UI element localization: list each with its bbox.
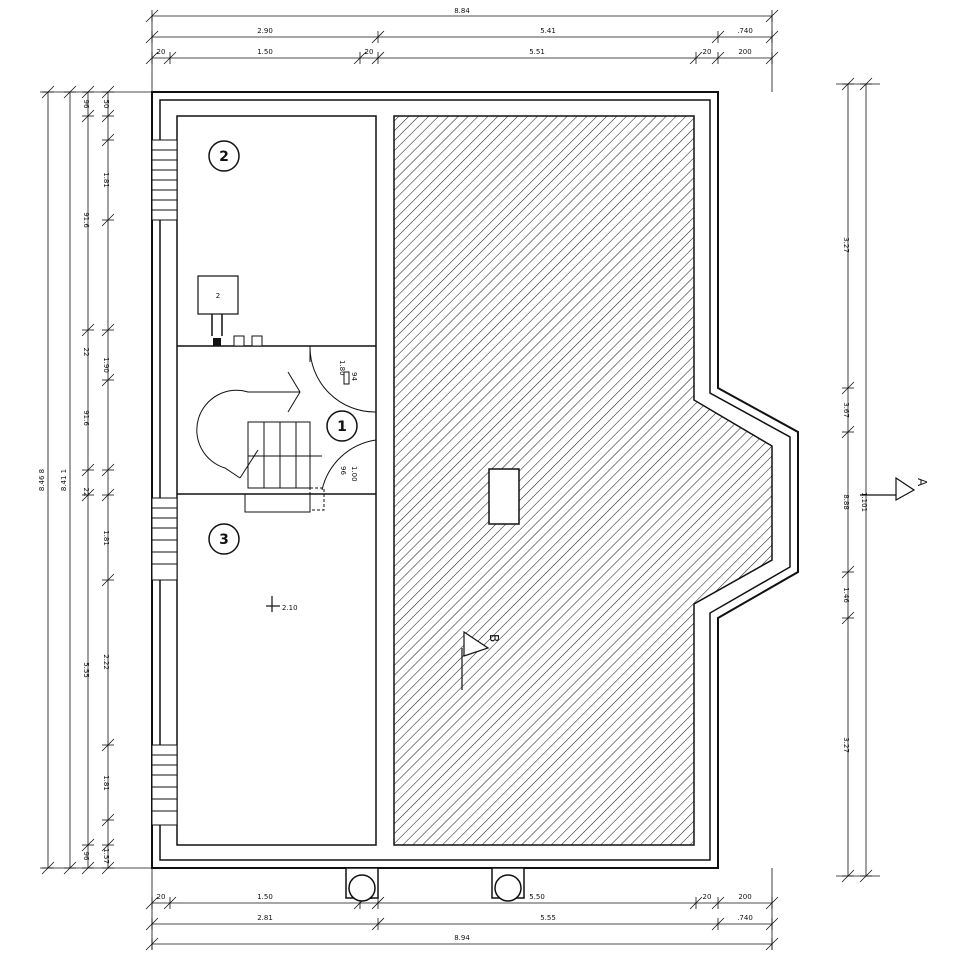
dim-bottom-inner-6: 200 [738, 893, 751, 901]
dim-left-inner-6: 1.90 [102, 357, 110, 373]
dim-left-inner-12: 1.81 [102, 775, 110, 791]
dim-left-inner-4: 91.6 [82, 212, 90, 228]
dim-top-inner-2: 1.50 [257, 48, 273, 56]
stair-label-1: 94 [350, 372, 358, 381]
dim-top-mid-center: 5.41 [540, 27, 556, 35]
dim-left-inner-2: 50 [102, 100, 110, 109]
dim-right-mid-b: 8.88 [842, 494, 850, 510]
stair-label-2: 1.80 [338, 360, 346, 376]
section-marker-a [860, 476, 916, 502]
dim-bottom-inner-4: 5.50 [529, 893, 545, 901]
fixture-2 [251, 335, 263, 347]
right-dimension-chain [836, 77, 880, 883]
door-label-2: 96 [339, 466, 347, 475]
dim-left-inner-7: 91.6 [82, 410, 90, 426]
dim-bottom-overall: 8.94 [454, 934, 470, 942]
section-b-label: B [487, 634, 501, 642]
hatched-void-area [393, 115, 773, 846]
dim-top-overall: 8.84 [454, 7, 470, 15]
window-upper [151, 139, 178, 221]
room-tag-3: 3 [208, 523, 240, 555]
dim-left-inner-5: 22 [82, 348, 90, 357]
dim-top-inner-6: 200 [738, 48, 751, 56]
section-a-label: A [915, 478, 929, 487]
dim-left-inner-9: 1.81 [102, 530, 110, 546]
dim-top-inner-4: 5.51 [529, 48, 545, 56]
section-marker-b [461, 630, 490, 690]
dim-top-inner-3: 20 [365, 48, 374, 56]
dim-left-inner-3: 1.81 [102, 172, 110, 188]
dim-right-total: 1.101 [860, 492, 868, 512]
bottom-dimension-chain [145, 868, 779, 951]
dim-bottom-inner-1: 20 [157, 893, 166, 901]
dim-bottom-inner-5: 20 [703, 893, 712, 901]
room-number: 1 [337, 419, 347, 435]
dim-top-mid-left: 2.90 [257, 27, 273, 35]
fixture-1 [233, 335, 245, 347]
equipment-box [197, 275, 239, 315]
dim-left-inner-10: 5.55 [82, 662, 90, 678]
top-dimension-chain [145, 9, 779, 92]
dim-left-inner-11: 2.22 [102, 654, 110, 670]
level-mark-value: 2.10 [282, 604, 298, 612]
door-label-1: 1.00 [350, 466, 358, 482]
room-number: 2 [219, 149, 229, 165]
dim-left-inner-8: 22 [82, 488, 90, 497]
dim-right-lower: 3.27 [842, 737, 850, 753]
fixture-black [213, 338, 221, 346]
skylight-opening [488, 468, 520, 525]
dim-bottom-mid-left: 2.81 [257, 914, 273, 922]
inner-wall-outline [159, 99, 791, 861]
left-rooms-frame [176, 115, 377, 846]
dim-bottom-inner-2: 1.50 [257, 893, 273, 901]
dim-top-inner-5: 20 [703, 48, 712, 56]
dim-right-mid-c: 1.46 [842, 587, 850, 603]
dim-top-inner-1: 20 [157, 48, 166, 56]
room-tag-2: 2 [208, 140, 240, 172]
dim-left-inner-14: 1.57 [102, 848, 110, 864]
level-mark [266, 596, 280, 612]
dim-left-mid: 8.41 1 [60, 469, 68, 491]
left-dimension-chain [40, 85, 152, 875]
dim-bottom-mid-right: .740 [737, 914, 753, 922]
dim-left-inner-13: 96 [82, 852, 90, 861]
equipment-box-label: 2 [216, 292, 220, 300]
dim-top-mid-right: .740 [737, 27, 753, 35]
bottom-columns [345, 867, 525, 902]
dim-right-upper: 3.27 [842, 237, 850, 253]
window-middle [151, 497, 178, 581]
dim-bottom-mid-center: 5.55 [540, 914, 556, 922]
dim-right-mid-a: 3.67 [842, 402, 850, 418]
outer-wall-outline [151, 91, 799, 869]
room-tag-1: 1 [326, 410, 358, 442]
window-lower [151, 744, 178, 826]
stair-marker [343, 371, 350, 385]
dim-left-overall: 8.46 8 [38, 469, 46, 491]
door-swings [309, 345, 377, 491]
dim-left-inner-1: 96 [82, 100, 90, 109]
stairwell [177, 345, 325, 513]
room-number: 3 [219, 532, 229, 548]
